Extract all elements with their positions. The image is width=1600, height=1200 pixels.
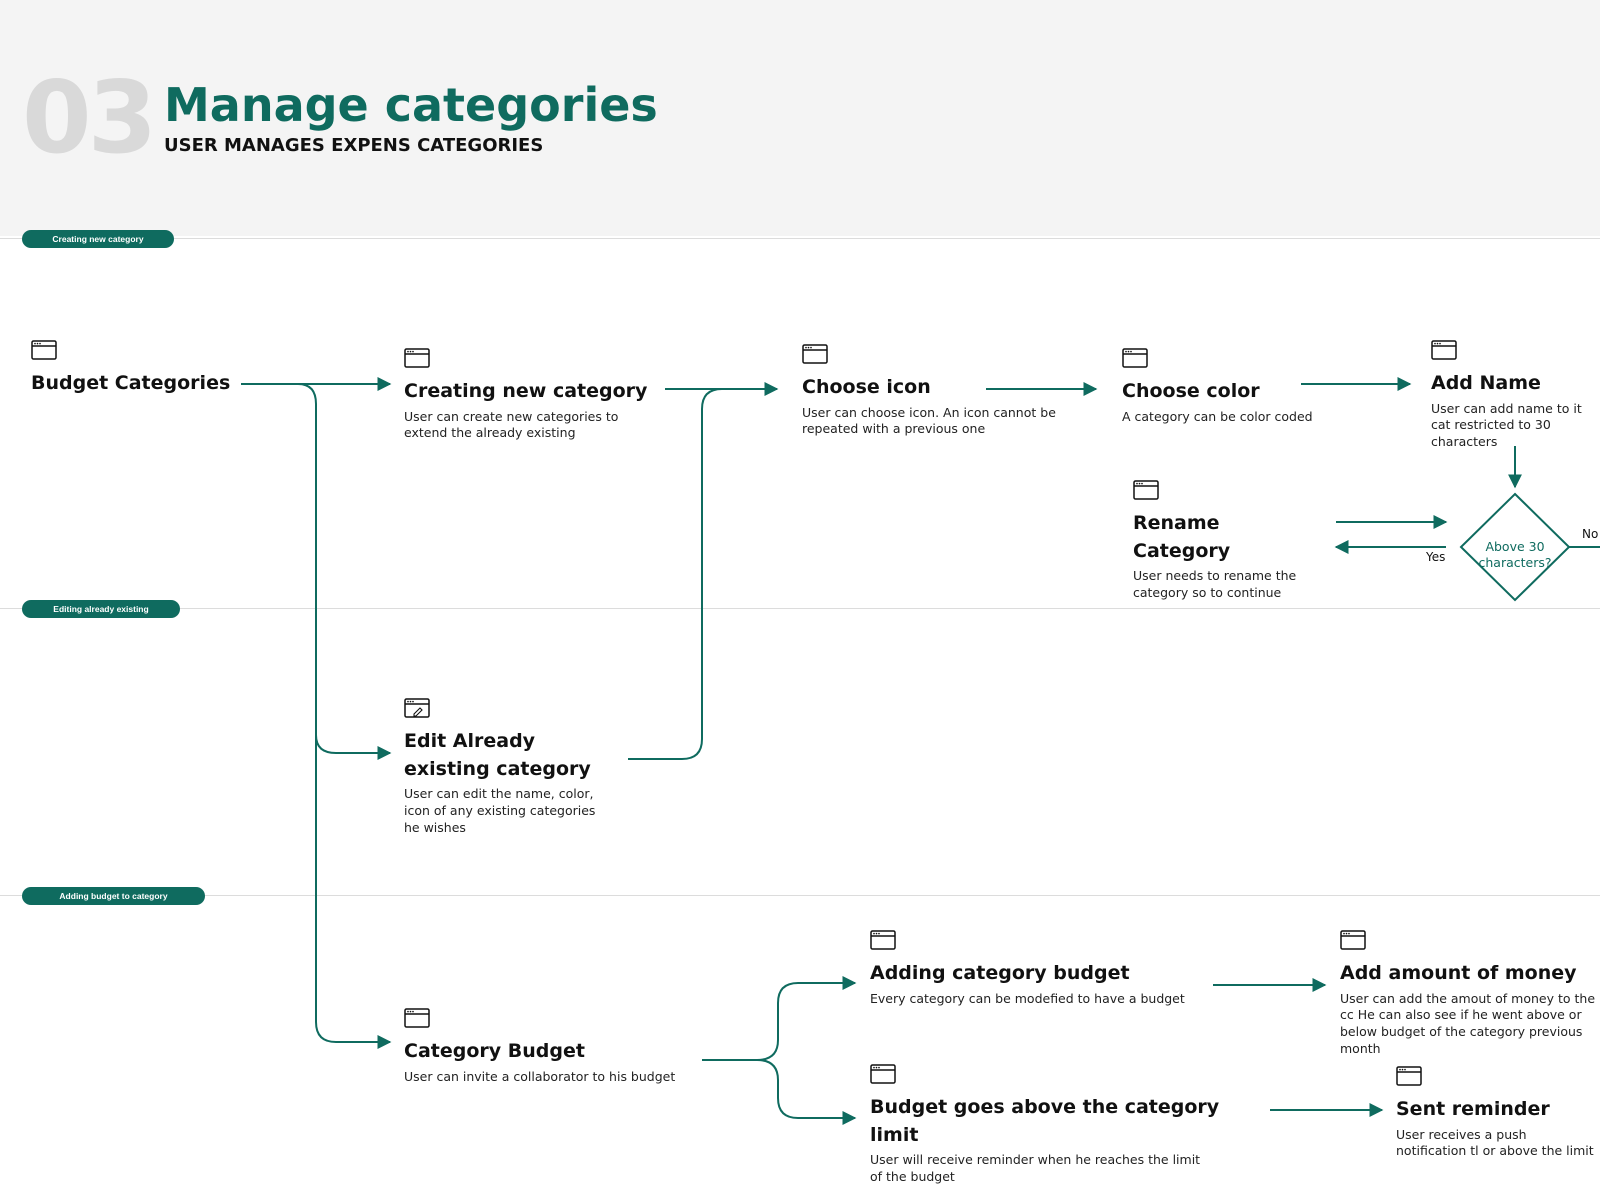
section-divider — [0, 608, 1600, 609]
window-icon — [802, 344, 828, 364]
node-title: Sent reminder — [1396, 1098, 1550, 1120]
node-description: User can create new categories to extend… — [404, 408, 619, 441]
page-subtitle: USER MANAGES EXPENS CATEGORIES — [164, 135, 544, 156]
node-description: User will receive reminder when he reach… — [870, 1152, 1201, 1184]
window-icon — [404, 1008, 430, 1028]
node-category-budget[interactable]: Category Budget User can invite a collab… — [404, 1008, 694, 1085]
node-description: User can invite a collaborator to his bu… — [404, 1068, 676, 1084]
node-description: User needs to rename the category so to … — [1133, 568, 1297, 600]
edit-window-icon — [404, 698, 430, 718]
node-title: Add Name — [1431, 372, 1541, 394]
node-title: Adding category budget — [870, 962, 1130, 984]
node-choose-color[interactable]: Choose color A category can be color cod… — [1122, 348, 1332, 425]
node-title: Edit Already existing category — [404, 730, 591, 780]
node-description: User receives a push notification tl or … — [1396, 1126, 1594, 1159]
node-description: Every category can be modefied to have a… — [870, 990, 1185, 1006]
node-choose-icon[interactable]: Choose icon User can choose icon. An ico… — [802, 344, 1062, 438]
node-edit-existing-category[interactable]: Edit Already existing category User can … — [404, 698, 624, 837]
node-budget-categories[interactable]: Budget Categories — [31, 340, 230, 398]
section-pill-creating: Creating new category — [22, 230, 174, 248]
node-creating-new-category[interactable]: Creating new category User can create ne… — [404, 348, 664, 442]
node-title: Rename Category — [1133, 512, 1231, 562]
decision-no-label: No — [1582, 527, 1599, 541]
arrow-to-adding-budget — [756, 976, 857, 1061]
node-description: User can add the amout of money to the c… — [1340, 990, 1596, 1057]
node-description: A category can be color coded — [1122, 408, 1313, 424]
page-title: Manage categories — [164, 78, 658, 132]
section-number: 03 — [22, 59, 157, 176]
decision-diamond — [1459, 492, 1571, 602]
section-divider — [0, 895, 1600, 896]
window-icon — [1133, 480, 1159, 500]
window-icon — [404, 348, 430, 368]
node-rename-category[interactable]: Rename Category User needs to rename the… — [1133, 480, 1318, 602]
window-icon — [870, 1064, 896, 1084]
section-pill-budget: Adding budget to category — [22, 887, 205, 905]
arrow-to-budget-above — [756, 1059, 857, 1125]
node-title: Category Budget — [404, 1040, 585, 1062]
node-description: User can edit the name, color, icon of a… — [404, 786, 596, 835]
decision-yes-label: Yes — [1426, 550, 1446, 564]
node-title: Add amount of money — [1340, 962, 1577, 984]
node-budget-above-limit[interactable]: Budget goes above the category limit Use… — [870, 1064, 1250, 1186]
window-icon — [870, 930, 896, 950]
node-title: Choose icon — [802, 376, 931, 398]
window-icon — [1431, 340, 1457, 360]
page-header: 03 Manage categories USER MANAGES EXPENS… — [0, 0, 1600, 236]
node-add-name[interactable]: Add Name User can add name to it cat res… — [1431, 340, 1599, 450]
node-adding-category-budget[interactable]: Adding category budget Every category ca… — [870, 930, 1200, 1007]
node-title: Budget Categories — [31, 372, 231, 394]
window-icon — [1122, 348, 1148, 368]
node-sent-reminder[interactable]: Sent reminder User receives a push notif… — [1396, 1066, 1598, 1160]
arrow-edit-to-icon — [628, 388, 723, 760]
decision-label: Above 30 characters? — [1478, 539, 1552, 571]
node-title: Creating new category — [404, 380, 648, 402]
node-description: User can add name to it cat restricted t… — [1431, 400, 1582, 450]
arrow-to-edit — [315, 734, 392, 760]
section-pill-editing: Editing already existing — [22, 600, 180, 618]
node-title: Choose color — [1122, 380, 1260, 402]
section-divider — [0, 238, 1600, 239]
node-description: User can choose icon. An icon cannot be … — [802, 404, 1056, 437]
window-icon — [1396, 1066, 1422, 1086]
window-icon — [31, 340, 57, 360]
node-title: Budget goes above the category limit — [870, 1096, 1220, 1146]
node-add-amount-of-money[interactable]: Add amount of money User can add the amo… — [1340, 930, 1598, 1058]
window-icon — [1340, 930, 1366, 950]
trunk-line — [297, 383, 392, 1049]
